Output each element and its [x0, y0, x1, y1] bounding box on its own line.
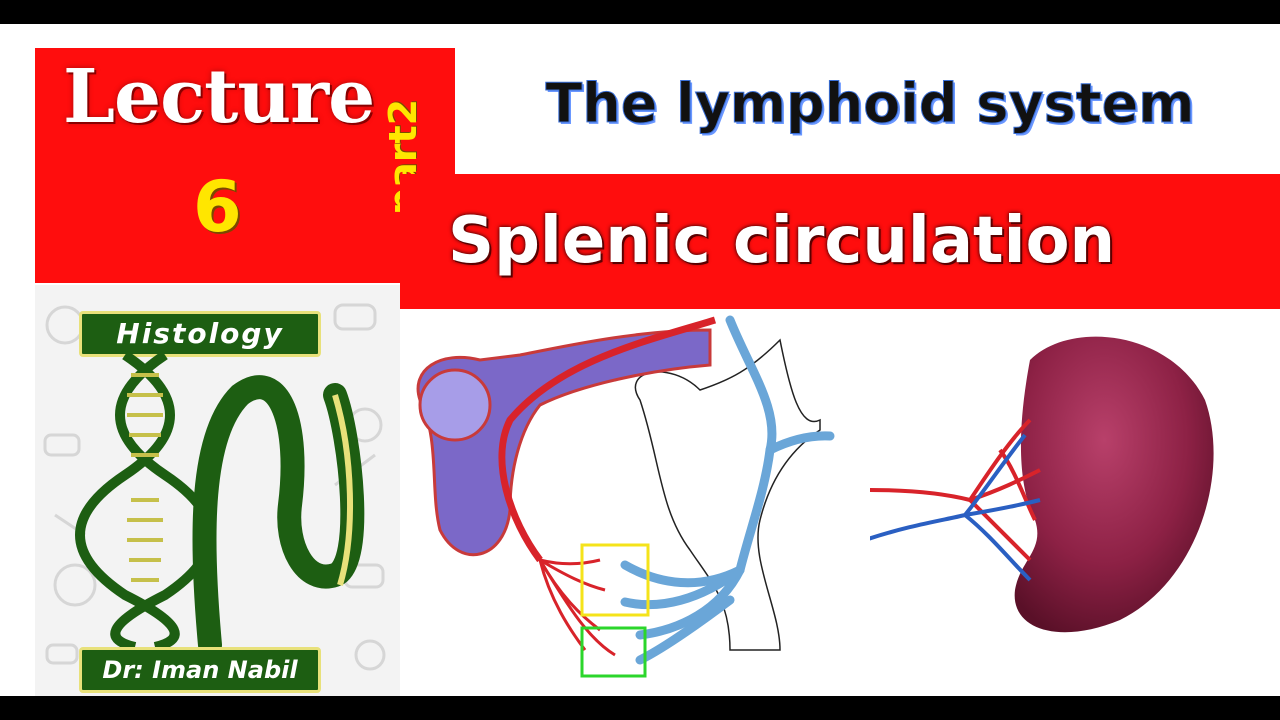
histology-logo: Histology Dr: Iman Nabil: [35, 285, 400, 696]
lecture-number: 6: [193, 166, 242, 248]
vascular-diagram-icon: [416, 315, 835, 678]
spleen-illustration-icon: [870, 336, 1214, 633]
topic-title: Splenic circulation: [448, 204, 1116, 278]
histology-label: Histology: [79, 311, 321, 357]
author-label: Dr: Iman Nabil: [79, 647, 321, 693]
dna-helix-icon: [75, 350, 365, 657]
lecture-banner: Lecture 6 part2: [35, 48, 455, 283]
thumbnail-canvas: Lecture 6 part2 The lymphoid system Sple…: [0, 24, 1280, 696]
lecture-word: Lecture: [63, 54, 375, 140]
topic-banner: Splenic circulation: [400, 174, 1280, 309]
course-title: The lymphoid system: [545, 72, 1195, 136]
